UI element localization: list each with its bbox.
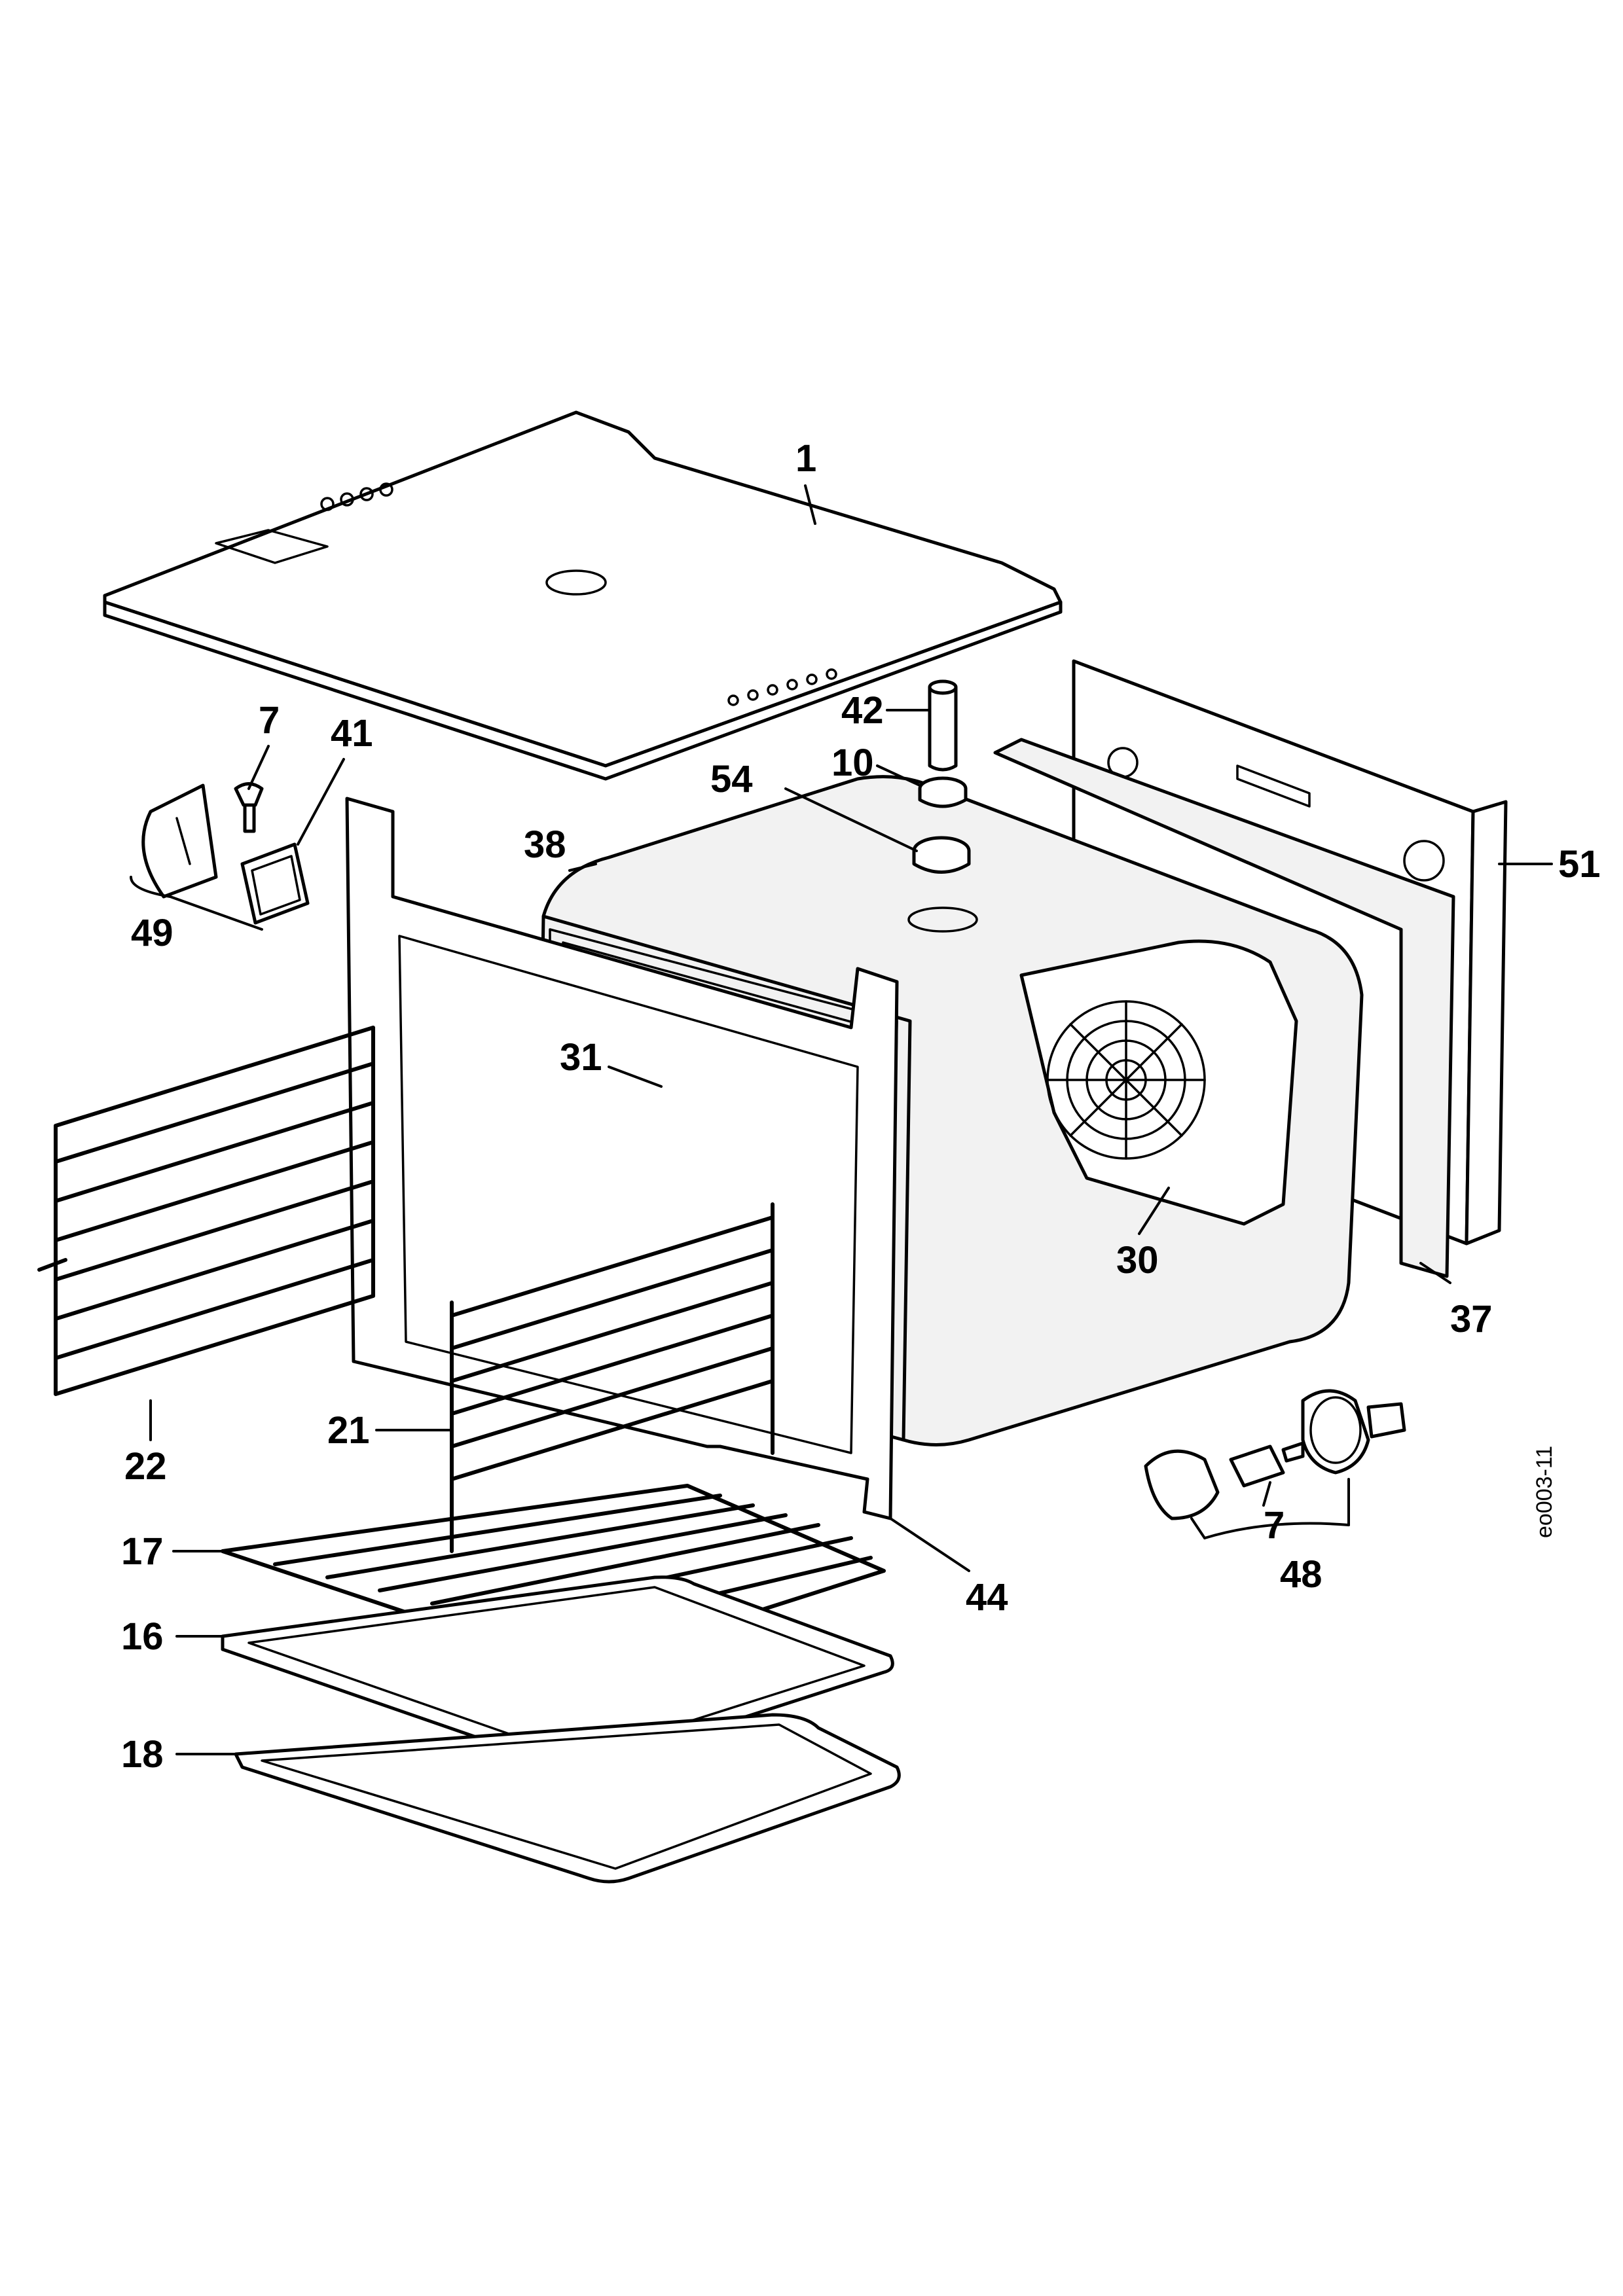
label-part-41: 41 <box>331 712 373 755</box>
part-1-top-cover <box>103 410 1063 781</box>
label-part-17: 17 <box>121 1530 164 1573</box>
label-part-1: 1 <box>795 437 816 480</box>
label-part-42: 42 <box>841 689 884 732</box>
part-30-fan-unit <box>1019 939 1298 1226</box>
part-10-nut <box>918 776 968 808</box>
part-7-bulb-top <box>234 782 264 833</box>
label-part-30: 30 <box>1116 1239 1159 1282</box>
label-part-48: 48 <box>1280 1553 1322 1596</box>
label-part-16: 16 <box>121 1615 164 1658</box>
part-49-lamp-housing <box>141 783 218 899</box>
label-part-10: 10 <box>831 742 874 784</box>
diagram-code: eo003-11 <box>1532 1446 1557 1538</box>
label-part-18: 18 <box>121 1733 164 1776</box>
part-48-lamp-assembly <box>1144 1389 1406 1520</box>
label-part-54: 54 <box>710 758 753 800</box>
label-part-38: 38 <box>524 823 566 866</box>
label-part-7-lamp: 7 <box>1264 1504 1285 1547</box>
label-part-37: 37 <box>1450 1298 1493 1340</box>
part-21-shelf-runner-right <box>450 1202 775 1553</box>
label-part-7-top: 7 <box>259 699 280 742</box>
label-part-51: 51 <box>1558 843 1601 886</box>
part-54-filter <box>907 836 978 933</box>
part-41-lamp-lens <box>240 842 310 925</box>
label-part-21: 21 <box>327 1409 370 1452</box>
part-22-shelf-runner-left <box>37 1026 375 1396</box>
label-part-22: 22 <box>124 1445 167 1488</box>
part-37-insulation <box>993 738 1455 1278</box>
part-18-flat-tray <box>234 1713 901 1884</box>
label-part-44: 44 <box>966 1576 1008 1619</box>
label-part-31: 31 <box>560 1036 602 1079</box>
callout-labels: 1 7 41 49 42 10 54 38 51 31 30 37 22 21 … <box>121 437 1601 1776</box>
leader-lines <box>130 484 1553 1755</box>
part-42-tube <box>928 679 958 772</box>
label-part-49: 49 <box>131 912 173 954</box>
